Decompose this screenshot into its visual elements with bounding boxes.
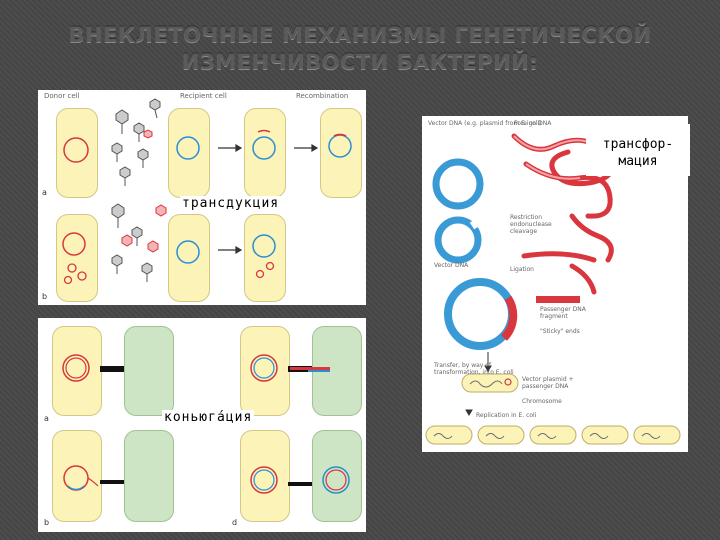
donor-cell-b xyxy=(56,214,98,302)
donor-cell-label: Donor cell xyxy=(44,92,80,100)
plasmid-b2-outer xyxy=(250,466,278,494)
recipient-cell-label: Recipient cell xyxy=(180,92,227,100)
restriction-label: Restriction endonuclease cleavage xyxy=(510,214,552,235)
transfer-dna-strand-blue xyxy=(308,370,330,372)
recipient-chromosome-a xyxy=(176,136,200,160)
conjugation-bridges xyxy=(100,366,312,486)
recipient-cell-a xyxy=(168,108,210,198)
vector-plasmid-1 xyxy=(432,158,484,210)
phage-icons-b xyxy=(111,203,153,282)
transformation-label-line2: мация xyxy=(618,154,658,169)
recombinant-cell-a xyxy=(320,108,362,198)
recombinant-segment-a xyxy=(333,133,347,137)
donor-cell-conj-b2 xyxy=(240,430,290,522)
transfer-label: Transfer, by way of transformation, into… xyxy=(434,362,514,376)
conj-part-a: a xyxy=(44,414,49,423)
plasmid-b2-inner xyxy=(253,469,275,491)
vector-dna-label: Vector DNA xyxy=(434,262,469,269)
phage-red-b xyxy=(121,204,167,253)
recipient-chromosome-b xyxy=(176,240,200,264)
recipient-chromosome-a2 xyxy=(252,136,276,160)
host-ecoli-cell xyxy=(461,373,519,393)
recipient-cell-conj-a1 xyxy=(124,326,174,416)
plasmid-a2-outer xyxy=(250,354,278,382)
plasmid-b1-blue-arc xyxy=(67,485,85,491)
transformation-label-line1: трансфор- xyxy=(602,137,674,152)
host-plasmid xyxy=(504,378,512,386)
passenger-fragment xyxy=(536,296,580,303)
transfer-arrow xyxy=(465,352,492,416)
transferred-plasmid-b1 xyxy=(255,269,265,279)
recipient-plasmid-b2-outer xyxy=(322,466,350,494)
part-b-label: b xyxy=(42,292,48,301)
donor-chromosome-a xyxy=(63,137,89,163)
slide-title: ВНЕКЛЕТОЧНЫЕ МЕХАНИЗМЫ ГЕНЕТИЧЕСКОЙ ИЗМЕ… xyxy=(0,22,720,76)
conjugation-label: коньюга́ция xyxy=(162,410,255,425)
donor-cell-a xyxy=(56,108,98,198)
transduction-panel: Donor cell Recipient cell Recombination … xyxy=(38,90,366,305)
recipient-cell-b2 xyxy=(244,214,286,302)
ssdna-tail-b1 xyxy=(87,477,99,487)
part-a-label: a xyxy=(42,188,47,197)
donor-cell-conj-b1 xyxy=(52,430,102,522)
recipient-cell-conj-b1 xyxy=(124,430,174,522)
transfer-dna-strand xyxy=(290,367,330,370)
recombinant-chromosome-a xyxy=(328,134,352,158)
foreign-dna-label: Foreign DNA xyxy=(514,120,552,127)
phage-icons-a xyxy=(111,98,161,186)
title-line-2: ИЗМЕНЧИВОСТИ БАКТЕРИЙ: xyxy=(181,50,539,74)
plasmid-a2-inner xyxy=(253,357,275,379)
vector-dna-top-label: Vector DNA (e.g. plasmid from E. coli) xyxy=(428,120,542,127)
recipient-cell-a2 xyxy=(244,108,286,198)
vector-plasmid-label: Vector plasmid + passenger DNA xyxy=(522,376,574,390)
recipient-cell-b xyxy=(168,214,210,302)
replication-label: Replication in E. coli xyxy=(476,412,537,419)
transformation-drawing xyxy=(425,133,681,445)
inserted-passenger-dna xyxy=(500,295,518,341)
recipient-cell-conj-b2 xyxy=(312,430,362,522)
transformation-label: трансфор- мация xyxy=(586,124,690,176)
conj-part-d: d xyxy=(232,518,238,527)
passenger-label: Passenger DNA fragment xyxy=(540,306,586,320)
recipient-plasmid-b2-inner xyxy=(325,469,347,491)
donor-plasmid-b1 xyxy=(67,263,77,273)
recombination-label: Recombination xyxy=(296,92,349,100)
vector-plasmid-2-gap xyxy=(469,218,481,230)
transduction-label: трансдукция xyxy=(180,196,282,211)
plasmid-a1-outer xyxy=(62,354,90,382)
transferred-plasmid-b2 xyxy=(265,261,275,271)
process-arrows xyxy=(218,143,319,255)
donor-chromosome-b xyxy=(62,232,86,256)
sticky-ends-label: "Sticky" ends xyxy=(540,328,580,335)
conjugation-drawing xyxy=(62,354,350,494)
ligation-label: Ligation xyxy=(510,266,534,273)
host-chromosome xyxy=(469,380,503,388)
replicated-cells xyxy=(425,425,681,445)
transduction-drawing xyxy=(62,98,352,285)
conjugation-panel: a b d коньюга́ция xyxy=(38,318,366,532)
title-line-1: ВНЕКЛЕТОЧНЫЕ МЕХАНИЗМЫ ГЕНЕТИЧЕСКОЙ xyxy=(68,23,652,47)
donor-plasmid-b3 xyxy=(63,275,73,285)
conj-part-b: b xyxy=(44,518,50,527)
replicated-chromosomes xyxy=(433,433,661,439)
phage-red-a xyxy=(143,129,153,139)
donor-plasmid-b2 xyxy=(77,271,87,281)
recipient-chromosome-b2 xyxy=(252,234,276,258)
chromosome-label: Chromosome xyxy=(522,398,562,405)
donor-fragment-a xyxy=(257,129,271,133)
plasmid-a1-inner xyxy=(65,357,87,379)
vector-plasmid-2 xyxy=(434,216,482,264)
